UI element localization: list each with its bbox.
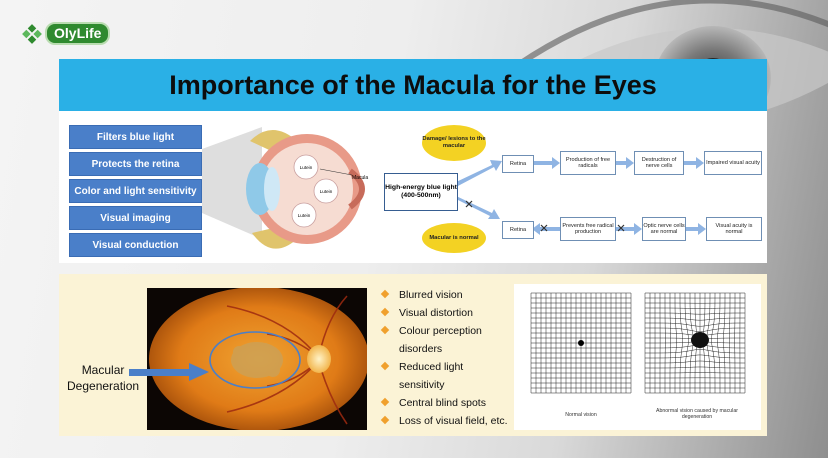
symptom-item: Blurred vision xyxy=(380,286,516,304)
lutein-label-2: Lutein xyxy=(320,189,333,194)
retina-fundus-photo xyxy=(147,288,367,430)
flow-step-prevents-radicals: Prevents free radical production xyxy=(560,217,616,241)
flowchart-arrows xyxy=(454,157,706,235)
normal-vision-caption: Normal vision xyxy=(565,412,597,418)
diamond-bullet-icon xyxy=(380,397,390,407)
eye-cross-section-diagram: Lutein Lutein Lutein Macula xyxy=(202,127,368,249)
symptom-text: Visual distortion xyxy=(399,307,473,319)
flow-step-nerve-destruction: Destruction of nerve cells xyxy=(634,151,684,175)
symptom-text: Blurred vision xyxy=(399,289,463,301)
symptom-item: sensitivity xyxy=(381,376,516,394)
macular-degeneration-label: Macular Degeneration xyxy=(67,362,139,394)
macula-function-panel: Filters blue light Protects the retina C… xyxy=(59,111,767,263)
flow-step-retina: Retina xyxy=(502,155,534,173)
macular-label-line1: Macular xyxy=(81,363,125,377)
abnormal-vision-caption: Abnormal vision caused by macular degene… xyxy=(656,408,738,421)
flow-step-impaired-acuity: Impaired visual acuity xyxy=(704,151,762,175)
flow-condition-damage: Damage/ lesions to the macular xyxy=(422,125,486,161)
flow-step-nerve-normal: Optic nerve cells are normal xyxy=(642,217,686,241)
diamond-bullet-icon xyxy=(380,415,390,425)
feature-protects-retina: Protects the retina xyxy=(69,152,202,176)
logo-diamond-icon xyxy=(22,23,42,44)
diamond-bullet-icon xyxy=(380,289,390,299)
feature-visual-conduction: Visual conduction xyxy=(69,233,202,257)
central-blind-spot xyxy=(691,332,709,348)
flow-step-acuity-normal: Visual acuity is normal xyxy=(706,217,762,241)
symptom-item: Visual distortion xyxy=(380,304,516,322)
symptom-text: Loss of visual field, etc. xyxy=(399,415,508,427)
feature-color-light-sensitivity: Color and light sensitivity xyxy=(69,179,202,203)
diamond-bullet-icon xyxy=(380,325,390,335)
macular-degeneration-panel: Macular Degeneration xyxy=(59,274,767,436)
amsler-grid-distorted xyxy=(644,292,746,394)
feature-filters-blue-light: Filters blue light xyxy=(69,125,202,149)
symptom-text: disorders xyxy=(399,343,443,355)
macular-label-line2: Degeneration xyxy=(67,379,140,394)
title-bar: Importance of the Macula for the Eyes xyxy=(59,59,767,111)
pointer-arrow-icon xyxy=(129,363,209,381)
symptom-text: Central blind spots xyxy=(399,397,486,409)
flow-step-retina-normal: Retina xyxy=(502,221,534,239)
flow-condition-normal: Macular is normal xyxy=(422,223,486,253)
symptom-text: Reduced light xyxy=(399,361,464,373)
lutein-label-1: Lutein xyxy=(300,165,313,170)
lutein-label-3: Lutein xyxy=(298,213,311,218)
amsler-grid-normal xyxy=(530,292,632,394)
diamond-bullet-icon xyxy=(380,361,390,371)
symptom-text: Colour perception xyxy=(399,325,482,337)
macula-label: Macula xyxy=(352,175,368,181)
amsler-grid-comparison: Normal vision Abnormal vision caused by … xyxy=(514,284,761,430)
symptom-text: sensitivity xyxy=(399,379,445,391)
logo-text: OlyLife xyxy=(45,22,111,45)
brand-logo: OlyLife xyxy=(22,22,111,45)
symptom-item: disorders xyxy=(381,340,516,358)
flow-step-free-radicals: Production of free radicals xyxy=(560,151,616,175)
blue-light-flowchart: Damage/ lesions to the macular Macular i… xyxy=(382,125,762,257)
symptom-item: Central blind spots xyxy=(380,394,516,412)
blocked-cross-icons xyxy=(465,200,625,232)
page-title: Importance of the Macula for the Eyes xyxy=(169,69,657,100)
flow-source-blue-light: High-energy blue light (400-500nm) xyxy=(384,173,458,211)
feature-visual-imaging: Visual imaging xyxy=(69,206,202,230)
symptom-item: Loss of visual field, etc. xyxy=(380,412,516,430)
diamond-bullet-icon xyxy=(380,307,390,317)
symptom-item: Reduced light xyxy=(380,358,516,376)
symptom-item: Colour perception xyxy=(380,322,516,340)
macula-features-list: Filters blue light Protects the retina C… xyxy=(69,125,202,260)
